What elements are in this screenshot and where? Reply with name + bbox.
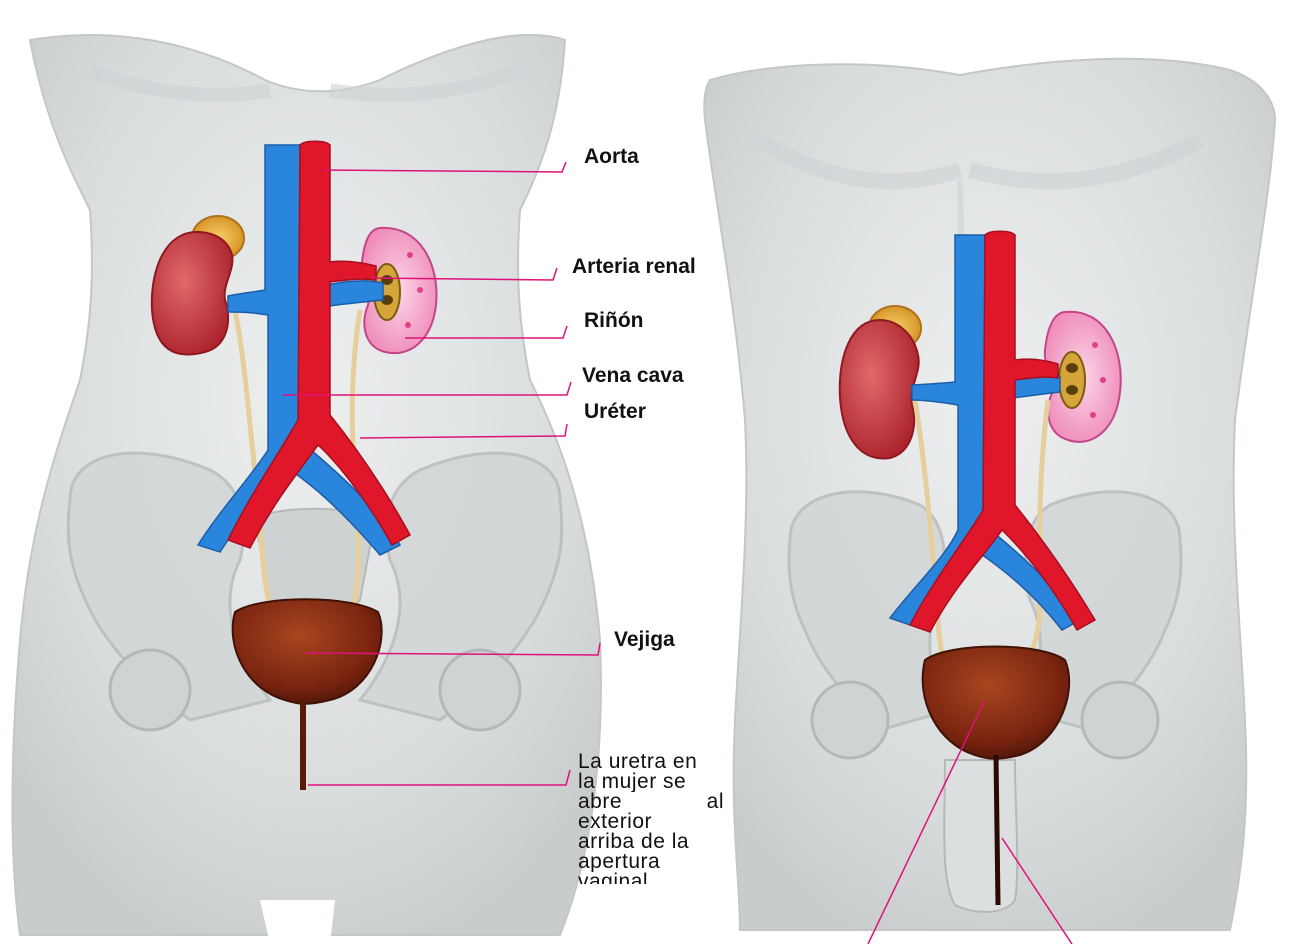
female-left-kidney: [152, 232, 233, 355]
caption-word: abre: [578, 792, 622, 812]
label-vejiga: Vejiga: [614, 628, 675, 652]
male-left-kidney: [840, 320, 919, 458]
caption-line: abre al: [578, 792, 724, 812]
label-vena-cava: Vena cava: [582, 364, 684, 388]
label-arteria-renal: Arteria renal: [572, 255, 696, 279]
caption-word: al: [707, 792, 724, 812]
male-figure: [704, 59, 1275, 930]
label-aorta: Aorta: [584, 145, 639, 169]
caption-line: arriba de la: [578, 832, 724, 852]
caption-line: la mujer se: [578, 772, 724, 792]
caption-line: vaginal: [578, 872, 724, 884]
label-ureter: Uréter: [584, 400, 646, 424]
caption-line: La uretra en: [578, 752, 724, 772]
caption-uretra-mujer: La uretra en la mujer se abre al exterio…: [578, 752, 724, 884]
caption-line: apertura: [578, 852, 724, 872]
label-rinon: Riñón: [584, 309, 643, 333]
caption-line: exterior: [578, 812, 724, 832]
